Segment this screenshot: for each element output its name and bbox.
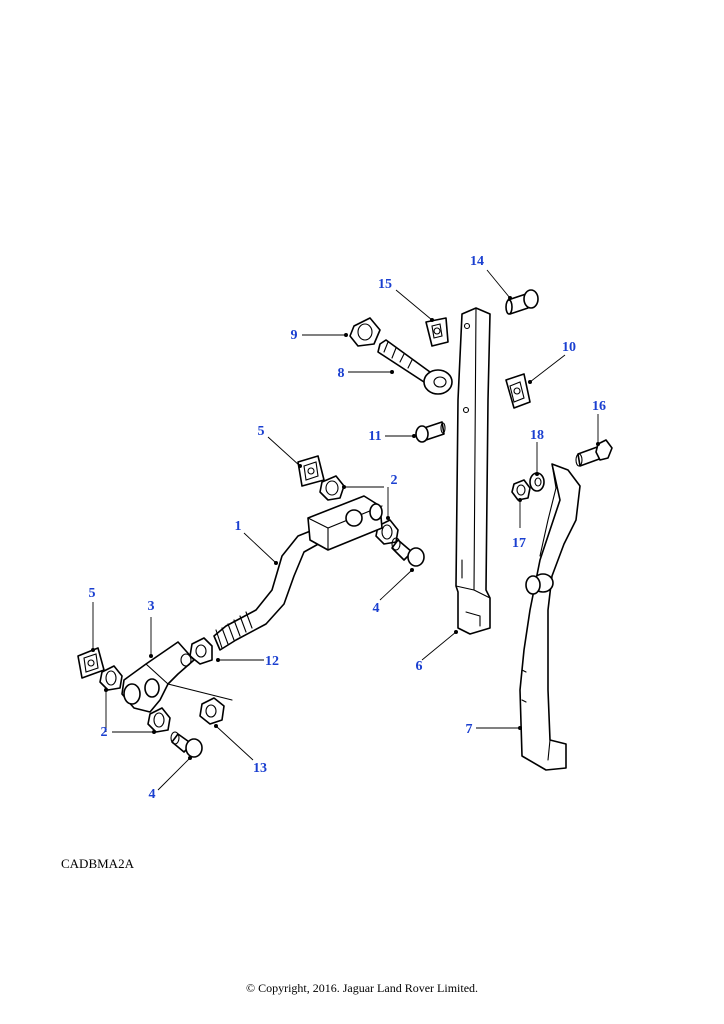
callout-1: 1 xyxy=(235,519,242,534)
part-7-lever xyxy=(519,463,581,771)
part-8-rod-end xyxy=(377,339,453,395)
callout-18: 18 xyxy=(530,428,544,443)
callout-12: 12 xyxy=(265,654,279,669)
callout-15: 15 xyxy=(378,277,392,292)
part-13-nut xyxy=(199,697,225,725)
callout-4-lower: 4 xyxy=(149,787,156,802)
copyright-notice: © Copyright, 2016. Jaguar Land Rover Lim… xyxy=(245,981,479,995)
callout-8: 8 xyxy=(338,366,345,381)
leader-dots xyxy=(91,296,600,760)
part-4-pin-lower xyxy=(170,731,203,758)
part-5-clip-upper xyxy=(297,455,325,487)
part-1-link-rod xyxy=(213,495,383,651)
part-2-bush-lower-b xyxy=(147,707,171,733)
part-14-pin xyxy=(505,289,539,315)
part-15-clip xyxy=(425,317,449,347)
callout-5-upper: 5 xyxy=(258,424,265,439)
callouts: 14 15 9 10 8 16 5 11 18 2 1 17 5 4 3 12 … xyxy=(89,254,607,802)
figure-code: CADBMA2A xyxy=(61,856,134,871)
callout-5-lower: 5 xyxy=(89,586,96,601)
callout-4-upper: 4 xyxy=(373,601,380,616)
callout-2-upper: 2 xyxy=(391,473,398,488)
callout-9: 9 xyxy=(291,328,298,343)
leader-lines xyxy=(92,269,599,791)
part-10-clip xyxy=(505,373,531,409)
callout-7: 7 xyxy=(466,722,473,737)
callout-11: 11 xyxy=(368,429,381,444)
callout-13: 13 xyxy=(253,761,267,776)
callout-16: 16 xyxy=(592,399,606,414)
callout-17: 17 xyxy=(512,536,526,551)
part-17-nut xyxy=(511,479,531,501)
callout-2-lower: 2 xyxy=(101,725,108,740)
callout-6: 6 xyxy=(416,659,423,674)
part-2-bush-upper-a xyxy=(319,475,345,501)
part-6-bracket xyxy=(455,307,491,635)
part-2-bush-lower-a xyxy=(99,665,123,691)
part-4-pin-upper xyxy=(391,537,425,567)
part-9-nut xyxy=(349,317,381,347)
part-5-clip-lower xyxy=(77,647,105,679)
part-16-bolt xyxy=(575,439,613,467)
callout-10: 10 xyxy=(562,340,576,355)
callout-3: 3 xyxy=(148,599,155,614)
part-11-pin xyxy=(415,421,446,443)
callout-14: 14 xyxy=(470,254,484,269)
part-18-washer xyxy=(529,472,545,492)
part-3-bracket xyxy=(121,641,233,713)
